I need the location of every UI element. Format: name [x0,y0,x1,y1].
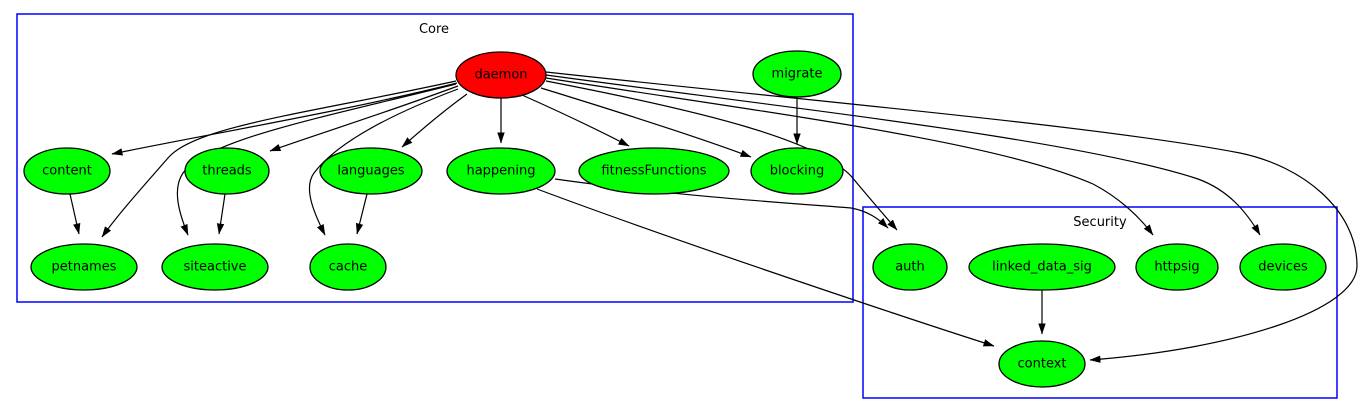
node-languages-shape [319,147,423,195]
edge-daemon-to-fitnessFunctions [521,94,630,147]
node-fitnessFunctions-label: fitnessFunctions [601,164,706,179]
node-httpsig-label: httpsig [1154,260,1199,275]
node-auth: auth [872,243,948,291]
node-languages-label: languages [337,164,405,179]
edge-languages-to-cache [355,193,368,235]
node-daemon: daemon [455,51,547,99]
node-cache-shape [309,243,387,291]
node-happening: happening [446,147,556,195]
edges-layer [69,71,1358,363]
node-devices-shape [1239,243,1327,291]
node-petnames: petnames [30,243,138,291]
node-blocking-label: blocking [770,164,825,179]
edge-daemon-to-context [545,71,1358,363]
node-siteactive-shape [161,243,269,291]
node-siteactive: siteactive [161,243,269,291]
node-httpsig: httpsig [1135,243,1219,291]
cluster-core: Core [16,13,854,303]
edge-daemon-to-languages [401,93,468,148]
node-petnames-label: petnames [52,260,117,275]
node-threads-label: threads [202,164,252,179]
node-httpsig-shape [1135,243,1219,291]
cluster-security-label: Security [1073,215,1127,230]
node-daemon-shape [455,51,547,99]
node-context-shape [998,340,1086,388]
node-context: context [998,340,1086,388]
node-linked_data_sig-label: linked_data_sig [992,260,1092,275]
cluster-security-border [862,206,1338,399]
node-threads-shape [184,147,270,195]
edge-daemon-to-threads [269,85,459,152]
node-linked_data_sig: linked_data_sig [968,243,1116,291]
node-fitnessFunctions-shape [578,147,730,195]
edge-content-to-petnames [69,193,81,235]
node-siteactive-label: siteactive [184,260,247,275]
nodes-layer: daemon migrate content threads languages happ… [23,50,1327,388]
node-blocking: blocking [750,147,844,195]
cluster-security: Security [862,206,1338,399]
edge-daemon-to-httpsig [545,77,1154,236]
node-migrate-label: migrate [772,67,823,82]
node-threads: threads [184,147,270,195]
node-content-label: content [42,164,92,179]
node-fitnessFunctions: fitnessFunctions [578,147,730,195]
edge-threads-to-siteactive [216,193,226,235]
node-daemon-label: daemon [474,68,527,83]
node-happening-label: happening [466,164,535,179]
node-migrate-shape [752,50,842,98]
node-languages: languages [319,147,423,195]
node-devices: devices [1239,243,1327,291]
node-cache-label: cache [329,260,368,275]
cluster-core-label: Core [419,22,449,37]
node-content-shape [23,147,111,195]
node-blocking-shape [750,147,844,195]
edge-daemon-to-petnames [101,80,457,238]
node-cache: cache [309,243,387,291]
node-devices-label: devices [1258,260,1308,275]
node-migrate: migrate [752,50,842,98]
edge-happening-to-context [536,188,995,347]
edge-daemon-to-devices [545,74,1261,236]
node-content: content [23,147,111,195]
cluster-core-border [16,13,854,303]
node-context-label: context [1018,357,1067,372]
edge-daemon-to-blocking [540,87,752,158]
node-auth-label: auth [895,260,925,275]
node-auth-shape [872,243,948,291]
node-linked_data_sig-shape [968,243,1116,291]
node-happening-shape [446,147,556,195]
edge-daemon-to-content [111,82,458,156]
node-petnames-shape [30,243,138,291]
